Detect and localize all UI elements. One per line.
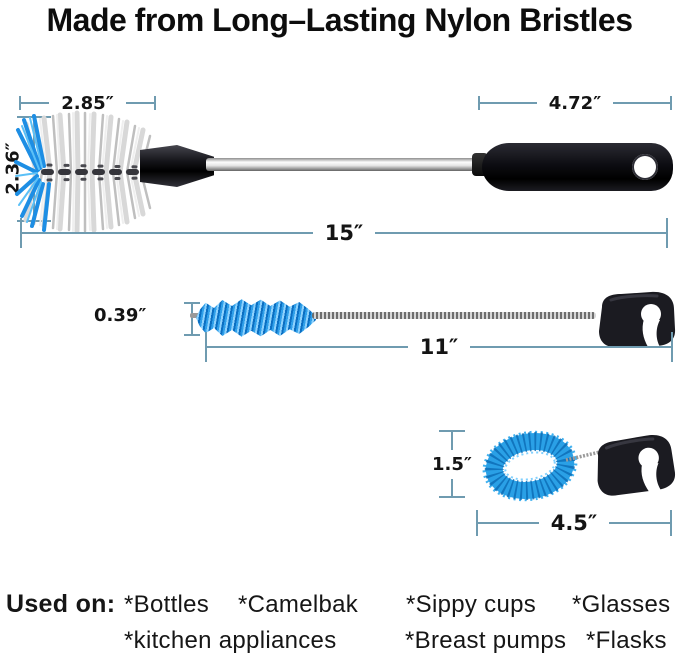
dimension-loop-height: 1.5″ [432,430,472,498]
brush-ferrule-cone [140,145,214,187]
used-on-item-kitchen-appliances: *kitchen appliances [124,627,337,654]
tick [184,302,200,304]
dimension-label-total-length-large: 15″ [324,221,364,245]
hook-hole [638,447,659,469]
dimension-total-length-large: 15″ [20,218,669,248]
tick [671,332,674,362]
used-on-item-flasks: *Flasks [586,627,667,654]
steel-rod [206,158,488,171]
dimension-label-total-length-straw: 11″ [419,335,459,359]
dim-line [470,346,672,348]
hook-notch [642,319,660,347]
hook-notch [641,463,662,492]
loop-brush-image [482,430,601,502]
dim-line [451,432,453,450]
dim-line [375,232,667,234]
dim-line [609,522,670,524]
used-on-label: Used on: [6,590,116,618]
dimension-handle-length: 4.72″ [478,92,673,114]
dimension-loop-width: 4.5″ [476,510,672,536]
wire-tip [190,313,201,318]
loop-brush-handle-image [597,435,676,496]
tick [439,496,465,498]
hook-hole [641,304,661,324]
dim-line [22,232,313,234]
handle-highlight [604,437,655,450]
dimension-label-handle-length: 4.72″ [548,92,602,114]
dim-line [613,102,671,104]
twisted-wire [312,312,596,319]
dim-line [480,102,537,104]
blue-bristles [14,114,51,232]
tick [478,96,480,110]
dim-line [451,478,453,496]
tick [205,332,207,362]
used-on-item-breast-pumps: *Breast pumps [405,627,567,654]
used-on-item-camelbak: *Camelbak [238,591,359,618]
dim-line [21,102,50,104]
tick [154,96,157,110]
handle-body [597,435,676,496]
tick [476,510,478,536]
tick [439,430,465,432]
dimension-diameter [184,302,200,336]
large-brush-head-image [14,110,152,234]
tick [20,218,22,248]
dimension-head-width: 2.85″ [19,92,157,114]
used-on-item-sippy-cups: *Sippy cups [406,591,537,618]
loop-wire [565,450,601,462]
dimension-label-loop-width: 4.5″ [550,511,598,535]
dimension-label-loop-height: 1.5″ [432,453,472,475]
used-on-item-bottles: *Bottles [124,591,210,618]
dimension-total-length-straw: 11″ [205,332,674,362]
loop-bristles [482,430,578,502]
tick [666,218,669,248]
page-title: Made from Long–Lasting Nylon Bristles [46,2,633,38]
dim-line [125,102,155,104]
tick [670,510,672,536]
large-brush-handle [482,143,673,191]
tick [670,96,673,110]
dark-core [41,163,149,182]
dimension-label-head-width: 2.85″ [61,92,114,114]
straw-brush-handle-image [599,291,676,348]
dim-line [191,304,193,334]
dimension-label-diameter: 0.39″ [94,305,147,326]
used-on-item-glasses: *Glasses [572,591,671,618]
dim-line [478,522,539,524]
tick [184,334,200,336]
hanging-hole [632,154,658,180]
tick [19,96,21,110]
handle-highlight [609,294,659,302]
dim-line [207,346,408,348]
